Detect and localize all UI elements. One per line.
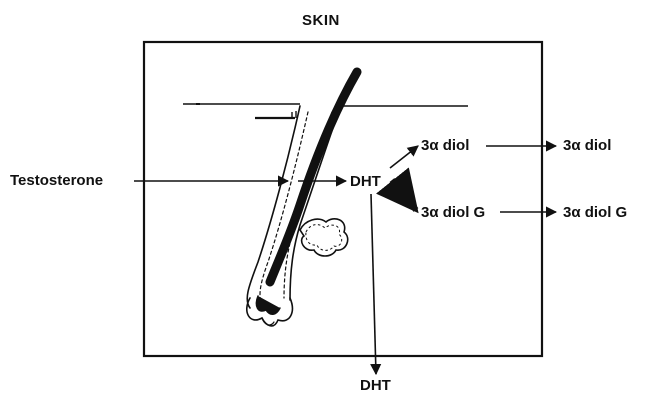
sebaceous-gland: [300, 219, 348, 256]
arrow-dht-to-bottom: [371, 194, 376, 374]
label-3a-diol: 3α diol: [421, 138, 469, 153]
diagram-title: SKIN: [302, 13, 340, 28]
pathway-arrows: [134, 146, 556, 374]
hair-follicle: [247, 72, 357, 326]
arrow-dht-to-diol-g: [392, 180, 416, 210]
label-3a-diol-out: 3α diol: [563, 138, 611, 153]
label-dht-center: DHT: [350, 174, 381, 189]
label-dht-bottom: DHT: [360, 378, 391, 393]
skin-surface: [183, 104, 468, 118]
label-3a-diol-g-out: 3α diol G: [563, 205, 627, 220]
arrow-dht-to-diol: [390, 146, 418, 168]
label-testosterone: Testosterone: [10, 173, 103, 188]
label-3a-diol-g: 3α diol G: [421, 205, 485, 220]
